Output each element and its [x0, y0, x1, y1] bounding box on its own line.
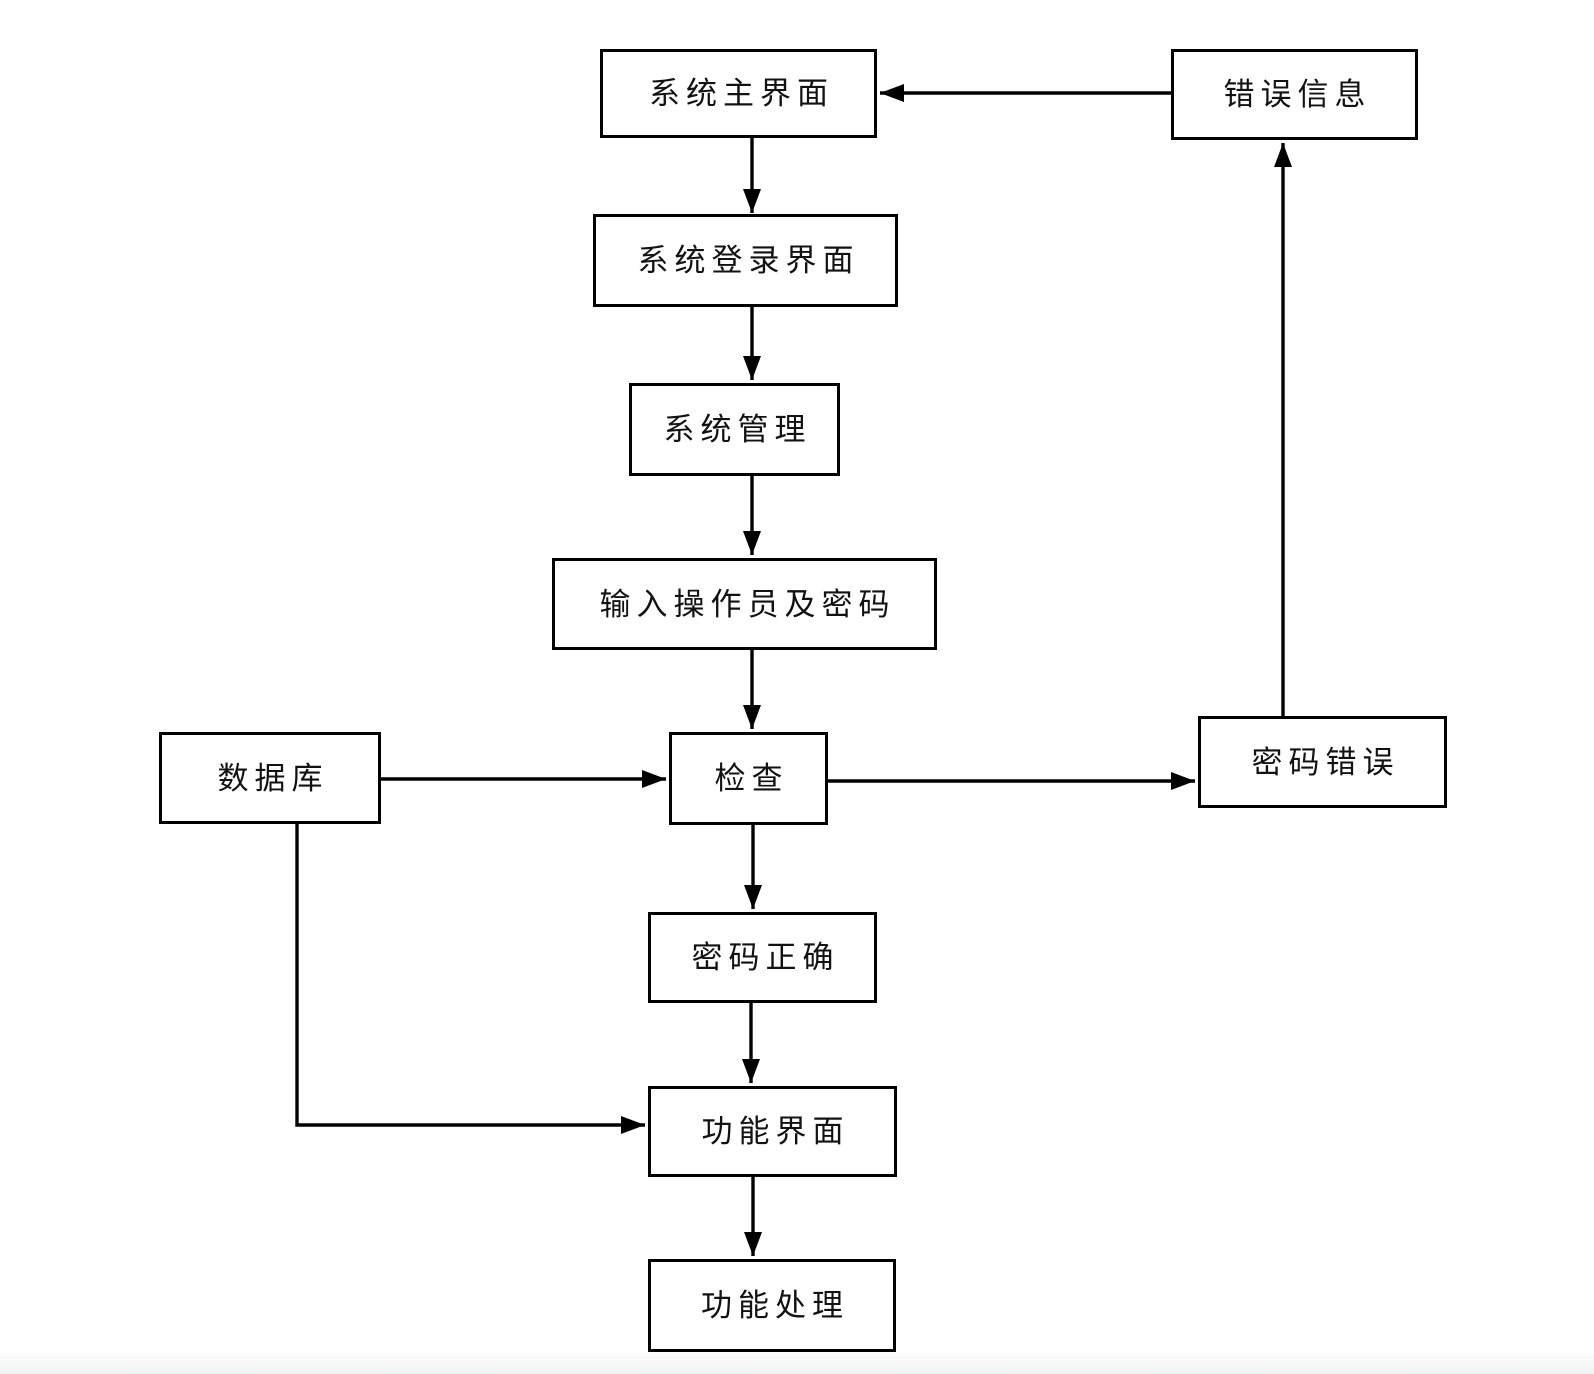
page-bottom-edge — [0, 1353, 1594, 1374]
edge-database-to-function-screen — [295, 824, 645, 1134]
node-login-screen: 系统登录界面 — [593, 214, 898, 307]
node-function-process: 功能处理 — [648, 1259, 896, 1352]
node-input-credentials-label: 输入操作员及密码 — [599, 586, 896, 622]
node-password-correct: 密码正确 — [648, 912, 877, 1003]
node-error-info-label: 错误信息 — [1223, 77, 1372, 112]
node-check-label: 检查 — [714, 761, 789, 796]
node-password-wrong-label: 密码错误 — [1251, 744, 1400, 780]
node-function-screen-label: 功能界面 — [701, 1114, 850, 1149]
node-password-correct-label: 密码正确 — [691, 940, 840, 975]
node-input-credentials: 输入操作员及密码 — [552, 558, 937, 650]
node-login-screen-label: 系统登录界面 — [637, 243, 860, 278]
node-system-main-label: 系统主界面 — [649, 76, 834, 111]
node-system-mgmt-label: 系统管理 — [663, 412, 812, 447]
node-system-main: 系统主界面 — [600, 49, 877, 138]
node-database-label: 数据库 — [217, 760, 329, 796]
node-database: 数据库 — [159, 732, 381, 824]
node-system-mgmt: 系统管理 — [629, 383, 840, 476]
node-password-wrong: 密码错误 — [1198, 716, 1447, 808]
node-error-info: 错误信息 — [1171, 49, 1418, 140]
node-function-process-label: 功能处理 — [701, 1288, 849, 1323]
node-function-screen: 功能界面 — [648, 1086, 897, 1177]
node-check: 检查 — [669, 732, 828, 825]
